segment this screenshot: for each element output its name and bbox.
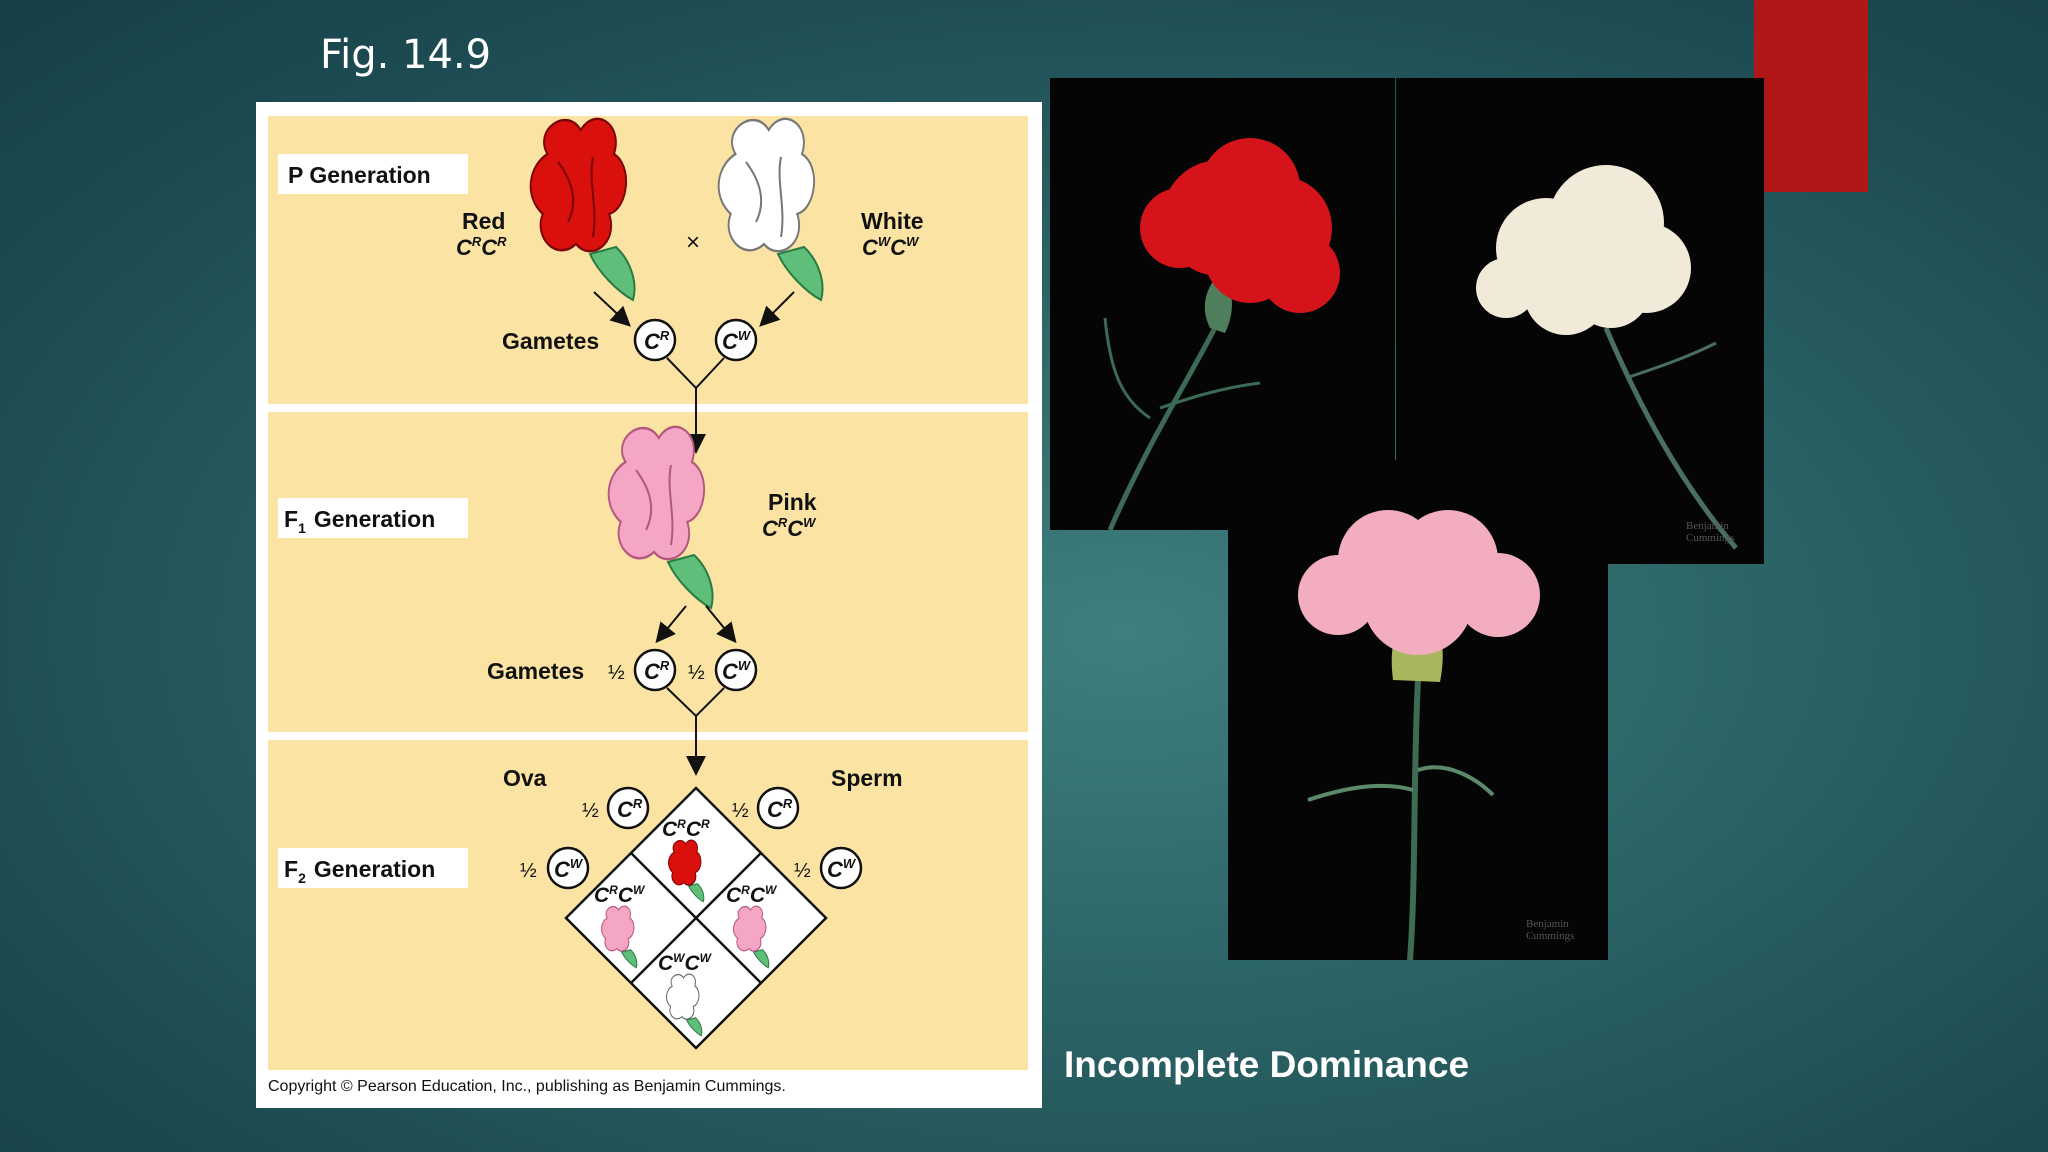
cell-top-red-flower-icon <box>667 839 705 903</box>
red-carnation-photo <box>1050 78 1395 530</box>
white-parent-flower-icon <box>717 117 824 302</box>
f2-generation-label-box <box>278 848 468 888</box>
ova-gamete-cw-icon: CW <box>546 846 590 890</box>
punnett-square <box>564 786 828 1050</box>
cell-left-pink-flower-icon <box>600 905 638 969</box>
pink-f1-flower-icon <box>607 425 714 610</box>
f1-gametes-label: Gametes <box>487 658 584 684</box>
sperm-gamete-cr-icon: CR <box>756 786 800 830</box>
red-phenotype-label: Red <box>462 208 505 234</box>
red-genotype: CRCR <box>456 234 507 260</box>
f1-gamete-cw-icon: CW <box>714 648 758 692</box>
arrow-f1-right <box>705 605 737 644</box>
f1-gamete-cr-icon: CR <box>633 648 677 692</box>
ova-label: Ova <box>503 765 547 791</box>
sperm-fraction-r: ½ <box>732 800 749 822</box>
gamete-cw-icon: CW <box>714 318 758 362</box>
p-generation-label: P Generation <box>288 162 431 188</box>
white-phenotype-label: White <box>861 208 924 234</box>
svg-text:CW: CW <box>554 856 584 882</box>
pink-phenotype-label: Pink <box>768 489 817 515</box>
ova-fraction-r: ½ <box>582 800 599 822</box>
copyright-notice: Copyright © Pearson Education, Inc., pub… <box>268 1078 786 1095</box>
cell-bottom-white-flower-icon <box>665 973 703 1037</box>
punnett-diagram: P Generation Red CRCR × White CWCW Gamet… <box>268 116 1028 1070</box>
p-generation-label-box <box>278 154 468 194</box>
sperm-gamete-cw-icon: CW <box>819 846 863 890</box>
cross-symbol: × <box>686 229 700 256</box>
genetics-diagram-panel: P Generation Red CRCR × White CWCW Gamet… <box>256 102 1042 1108</box>
slide-caption: Incomplete Dominance <box>1064 1044 1470 1085</box>
figure-label: Fig. 14.9 <box>320 32 492 78</box>
sperm-label: Sperm <box>831 765 903 791</box>
gamete-cr-icon: CR <box>633 318 677 362</box>
f1-fraction-r: ½ <box>608 662 625 684</box>
svg-text:CW: CW <box>827 856 857 882</box>
ova-gamete-cr-icon: CR <box>606 786 650 830</box>
white-genotype: CWCW <box>862 234 920 260</box>
arrow-f1-left <box>655 605 687 644</box>
f1-fraction-w: ½ <box>688 662 705 684</box>
sperm-fraction-w: ½ <box>794 860 811 882</box>
arrow-red-to-gamete <box>593 291 631 327</box>
red-accent-bar <box>1754 0 1868 192</box>
cell-right-pink-flower-icon <box>732 905 770 969</box>
red-parent-flower-icon <box>529 117 636 302</box>
ova-fraction-w: ½ <box>520 860 537 882</box>
cell-right-genotype: CRCW <box>726 883 778 907</box>
f1-generation-label-box <box>278 498 468 538</box>
arrow-white-to-gamete <box>759 291 795 327</box>
cell-bottom-genotype: CWCW <box>658 951 713 975</box>
p-gametes-label: Gametes <box>502 328 599 354</box>
